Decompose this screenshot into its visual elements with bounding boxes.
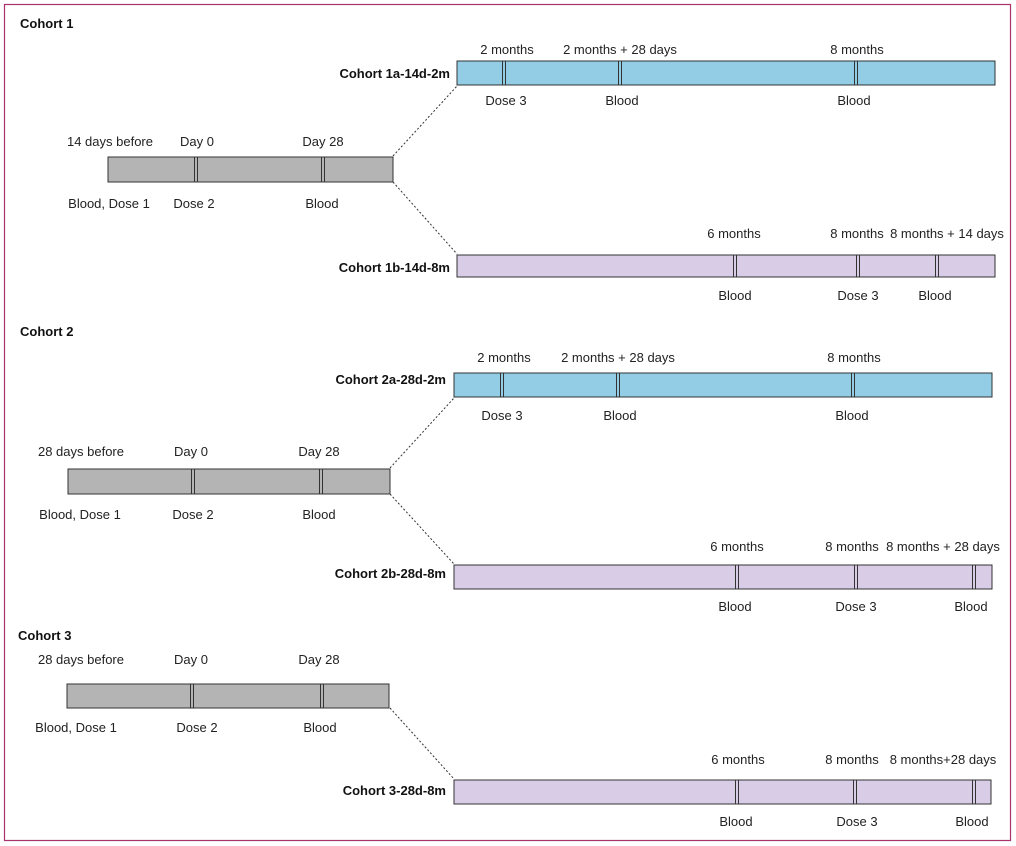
cohort-2a-28d-2m-time-label: 2 months + 28 days [561,350,675,365]
cohort-3-induction-time-label: Day 28 [298,652,339,667]
cohort-3-28d-8m-label: Cohort 3-28d-8m [343,783,446,798]
cohort-1-connector-1 [392,85,458,157]
cohort-2-heading: Cohort 2 [20,324,73,339]
cohort-3-induction-time-label: 28 days before [38,652,124,667]
cohort-1b-14d-8m-time-label: 6 months [707,226,761,241]
cohort-3-28d-8m-bar [453,779,992,805]
cohort-3-induction-event-label: Blood [303,720,336,735]
cohort-1b-14d-8m-time-label: 8 months + 14 days [890,226,1004,241]
cohort-2a-28d-2m-label: Cohort 2a-28d-2m [335,372,446,387]
cohort-2a-28d-2m-time-label: 2 months [477,350,531,365]
cohort-1-induction-bar [107,156,394,183]
cohort-3-induction-event-label: Blood, Dose 1 [35,720,117,735]
cohort-1b-14d-8m-event-label: Dose 3 [837,288,878,303]
cohort-2-connector-2 [389,493,455,565]
cohort-3-28d-8m-event-label: Blood [719,814,752,829]
cohort-1-connector-2 [392,181,458,255]
cohort-1b-14d-8m-event-label: Blood [918,288,951,303]
cohort-1-induction-time-label: 14 days before [67,134,153,149]
cohort-2-induction-time-label: Day 0 [174,444,208,459]
cohort-2b-28d-8m-event-label: Dose 3 [835,599,876,614]
cohort-3-28d-8m-time-label: 8 months+28 days [890,752,997,767]
cohort-2a-28d-2m-time-label: 8 months [827,350,881,365]
cohort-3-28d-8m-time-label: 6 months [711,752,765,767]
cohort-1b-14d-8m-time-label: 8 months [830,226,884,241]
figure-frame [3,3,1012,842]
cohort-1a-14d-2m-time-label: 2 months [480,42,534,57]
cohort-1a-14d-2m-event-label: Dose 3 [485,93,526,108]
cohort-1-heading: Cohort 1 [20,16,73,31]
cohort-1a-14d-2m-time-label: 8 months [830,42,884,57]
cohort-1-induction-event-label: Blood, Dose 1 [68,196,150,211]
cohort-1-induction-event-label: Dose 2 [173,196,214,211]
cohort-2-induction-event-label: Blood [302,507,335,522]
cohort-1a-14d-2m-event-label: Blood [605,93,638,108]
cohort-2-induction-bar [67,468,391,495]
cohort-3-induction-event-label: Dose 2 [176,720,217,735]
cohort-2b-28d-8m-time-label: 8 months + 28 days [886,539,1000,554]
cohort-3-heading: Cohort 3 [18,628,71,643]
cohort-2a-28d-2m-bar [453,372,993,398]
cohort-3-connector-1 [389,707,455,780]
cohort-3-induction-bar [66,683,390,709]
cohort-3-28d-8m-event-label: Blood [955,814,988,829]
cohort-2a-28d-2m-event-label: Blood [835,408,868,423]
cohort-2-induction-event-label: Blood, Dose 1 [39,507,121,522]
cohort-2a-28d-2m-event-label: Dose 3 [481,408,522,423]
cohort-1a-14d-2m-bar [456,60,996,86]
cohort-1b-14d-8m-label: Cohort 1b-14d-8m [339,260,450,275]
cohort-2b-28d-8m-bar [453,564,993,590]
cohort-3-28d-8m-time-label: 8 months [825,752,879,767]
cohort-1-induction-time-label: Day 28 [302,134,343,149]
cohort-1a-14d-2m-event-label: Blood [837,93,870,108]
cohort-1a-14d-2m-label: Cohort 1a-14d-2m [339,66,450,81]
cohort-2-connector-1 [389,397,455,469]
cohort-1-induction-event-label: Blood [305,196,338,211]
cohort-1b-14d-8m-event-label: Blood [718,288,751,303]
cohort-2b-28d-8m-time-label: 8 months [825,539,879,554]
cohort-1-induction-time-label: Day 0 [180,134,214,149]
cohort-2b-28d-8m-event-label: Blood [718,599,751,614]
cohort-2b-28d-8m-label: Cohort 2b-28d-8m [335,566,446,581]
cohort-3-28d-8m-event-label: Dose 3 [836,814,877,829]
cohort-2-induction-time-label: Day 28 [298,444,339,459]
cohort-3-induction-time-label: Day 0 [174,652,208,667]
cohort-2-induction-event-label: Dose 2 [172,507,213,522]
cohort-2-induction-time-label: 28 days before [38,444,124,459]
cohort-2b-28d-8m-event-label: Blood [954,599,987,614]
cohort-2a-28d-2m-event-label: Blood [603,408,636,423]
cohort-1b-14d-8m-bar [456,254,996,278]
cohort-1a-14d-2m-time-label: 2 months + 28 days [563,42,677,57]
cohort-2b-28d-8m-time-label: 6 months [710,539,764,554]
